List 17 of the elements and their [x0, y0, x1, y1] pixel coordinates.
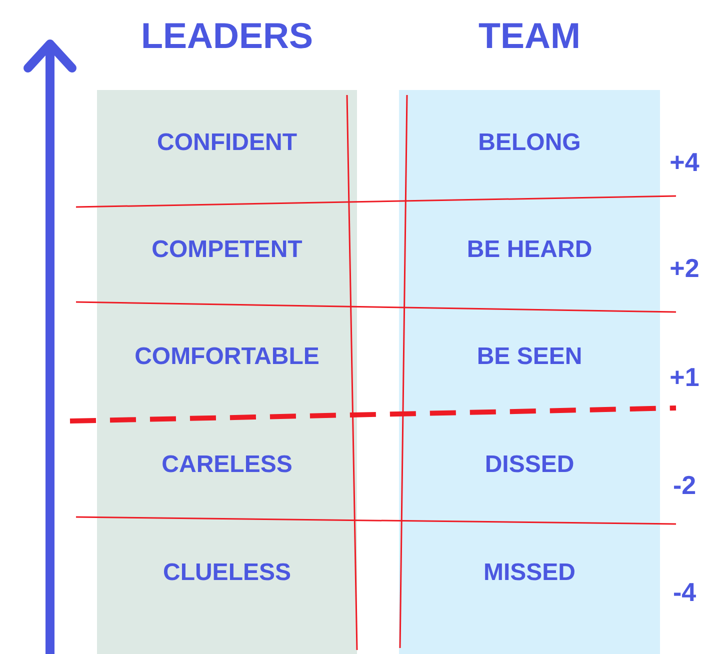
row-label: CONFIDENT: [156, 128, 298, 158]
scale-number: +2: [668, 253, 700, 283]
row-label: CLUELESS: [162, 558, 292, 588]
column-heading: LEADERS: [140, 16, 314, 56]
scale-number: +4: [668, 147, 700, 177]
row-label: DISSED: [484, 450, 576, 480]
row-label: COMFORTABLE: [134, 342, 320, 372]
row-label: BELONG: [477, 128, 582, 158]
column-heading: TEAM: [478, 16, 582, 56]
scale-number: +1: [668, 362, 700, 392]
row-label: BE SEEN: [476, 342, 584, 372]
row-label: COMPETENT: [150, 235, 304, 265]
scale-number: -4: [672, 577, 698, 607]
row-label: BE HEARD: [466, 235, 594, 265]
row-label: MISSED: [482, 558, 576, 588]
scale-number: -2: [672, 470, 698, 500]
row-label: CARELESS: [160, 450, 294, 480]
